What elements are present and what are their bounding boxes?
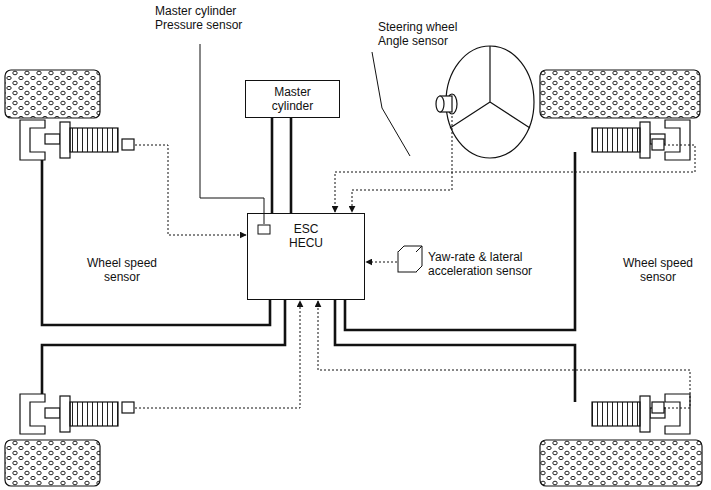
drawing-part: [345, 152, 575, 330]
tire: [5, 70, 702, 486]
drawing-part: [366, 262, 397, 263]
sensor-label: Steering wheel Angle sensor: [378, 20, 478, 49]
drawing-part: [42, 300, 285, 394]
drawing-part: [20, 120, 45, 160]
drawing-part: [540, 440, 702, 486]
drawing-part: [446, 46, 534, 158]
steering-wheel: [436, 46, 534, 158]
drawing-part: [640, 396, 650, 432]
pressure-sensor: [258, 225, 270, 234]
drawing-part: [436, 96, 444, 112]
drawing-part: [640, 122, 650, 158]
leader-line: [200, 44, 264, 224]
drawing-part: [70, 402, 118, 426]
drawing-part: [5, 70, 100, 118]
sensor-label: Wheel speed sensor: [620, 256, 696, 285]
hecu-box: ESC HECU: [247, 213, 365, 300]
brake-assembly: [20, 120, 690, 434]
drawing-part: [122, 402, 134, 413]
drawing-part: [592, 128, 640, 152]
brake-line: [42, 152, 575, 402]
drawing-part: [5, 440, 100, 486]
drawing-part: [540, 70, 700, 118]
drawing-part: [45, 134, 60, 144]
drawing-part: [665, 394, 690, 434]
drawing-part: [42, 160, 270, 325]
drawing-part: [450, 46, 530, 128]
brake-line: [271, 118, 274, 213]
sensor-label: Yaw-rate & lateral acceleration sensor: [428, 250, 540, 279]
drawing-part: [135, 301, 300, 408]
drawing-part: [70, 128, 118, 152]
drawing-part: [60, 396, 70, 432]
node-text: Master cylinder: [263, 85, 323, 114]
drawing-part: [352, 116, 452, 212]
drawing-part: [122, 139, 134, 150]
drawing-part: [135, 145, 246, 235]
drawing-part: [60, 122, 70, 158]
node-text: ESC HECU: [286, 222, 326, 251]
yaw-sensor-cube: [398, 246, 422, 272]
drawing-part: [665, 120, 690, 160]
drawing-part: [20, 394, 45, 434]
drawing-part: [318, 301, 690, 408]
leader-line: [372, 52, 410, 156]
drawing-part: [652, 139, 664, 150]
brake-line: [290, 118, 293, 213]
signal-line: [135, 116, 695, 408]
drawing-part: [592, 402, 640, 426]
master-cylinder-box: Master cylinder: [245, 80, 340, 118]
drawing-part: [652, 402, 664, 413]
drawing-part: [398, 246, 422, 272]
sensor-label: Wheel speed sensor: [84, 256, 160, 285]
drawing-part: [45, 408, 60, 418]
drawing-part: [335, 145, 695, 212]
sensor-label: Master cylinder Pressure sensor: [155, 4, 255, 33]
drawing-part: [335, 300, 575, 402]
